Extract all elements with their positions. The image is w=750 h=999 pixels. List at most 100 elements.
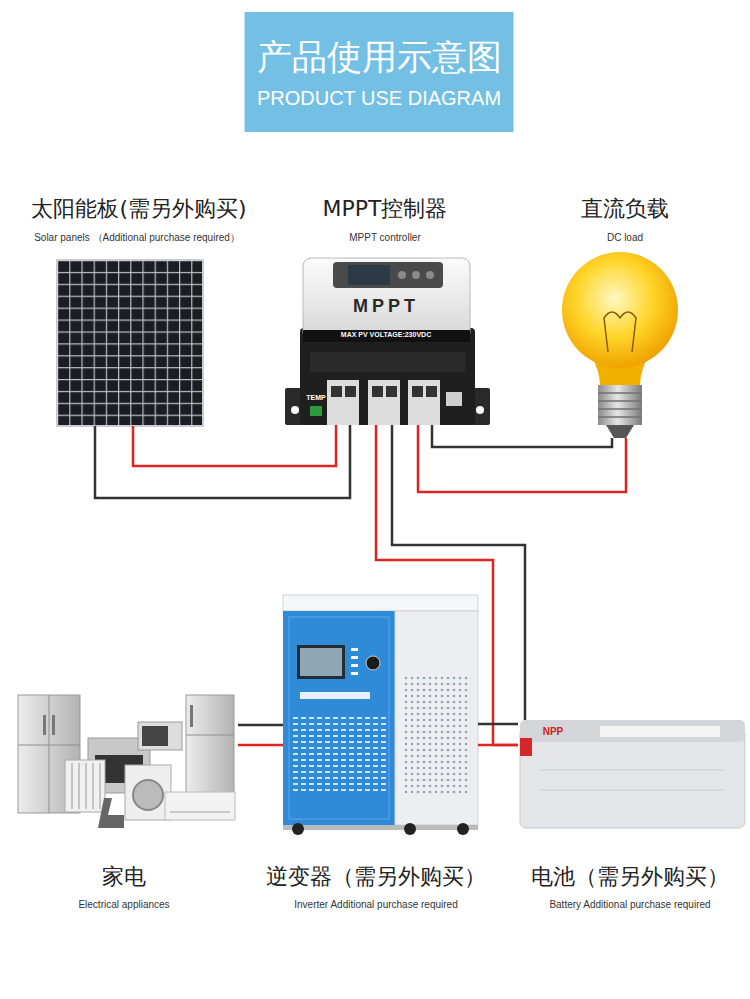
- brand-mark: MPPT: [353, 296, 419, 318]
- positive-wire: [133, 425, 336, 466]
- component-note: MPPT controller: [349, 232, 421, 244]
- component-name: 直流负载: [581, 196, 669, 222]
- diagram-title: 产品使用示意图: [257, 36, 502, 78]
- positive-wire: [418, 425, 626, 492]
- negative-wire: [238, 724, 283, 727]
- negative-wire: [392, 425, 525, 720]
- component-name: 太阳能板(需另外购买): [31, 196, 246, 222]
- appliances-picture: [133, 780, 163, 810]
- dc-load: 直流负载DC load: [560, 252, 680, 438]
- mppt-controller-picture: [476, 406, 484, 414]
- mppt-controller-picture: [408, 380, 440, 425]
- mppt-controller-picture: [310, 406, 322, 416]
- inverter-picture: [283, 595, 478, 835]
- component-note: Battery Additional purchase required: [549, 899, 710, 911]
- appliances-picture: [125, 765, 171, 820]
- inverter-picture: [300, 648, 342, 676]
- electrical-appliances: 家电Electrical appliances: [12, 688, 238, 830]
- appliances-picture: [18, 695, 235, 828]
- mppt-controller-picture: [368, 380, 400, 425]
- mppt-controller-picture: [331, 386, 342, 397]
- light-bulb-picture: [562, 252, 678, 438]
- battery-picture: [540, 770, 725, 790]
- wires: [95, 425, 626, 745]
- inverter-picture: [351, 648, 358, 651]
- mppt-controller-picture: [310, 352, 465, 372]
- light-bulb-picture: [598, 393, 642, 417]
- title-english: PRODUCT USE DIAGRAM: [257, 86, 501, 110]
- component-name: MPPT控制器: [323, 196, 448, 222]
- inverter-picture: [283, 611, 395, 825]
- inverter-picture: [457, 823, 469, 835]
- positive-wire: [376, 425, 518, 745]
- solar-panel-picture: [57, 260, 203, 426]
- appliances-picture: [65, 760, 105, 812]
- mppt-controller-picture: [333, 262, 443, 288]
- appliances-picture: [98, 798, 124, 828]
- component-note: Electrical appliances: [78, 899, 169, 911]
- mppt-controller-picture: [386, 386, 397, 397]
- mppt-controller-picture: [285, 258, 490, 425]
- title-banner: [245, 12, 514, 132]
- light-bulb-picture: [606, 425, 634, 438]
- component-name: 逆变器（需另外购买）: [266, 864, 486, 890]
- inverter-picture: [366, 656, 380, 670]
- inverter-picture: [283, 825, 478, 830]
- light-bulb-picture: [562, 252, 678, 368]
- component-name: 家电: [102, 864, 146, 890]
- inverter-picture: [289, 617, 389, 819]
- battery-picture: [520, 720, 745, 742]
- inverter-picture: [351, 656, 358, 659]
- negative-wire: [432, 425, 612, 447]
- appliances-picture: [72, 763, 100, 809]
- appliances-picture: [186, 735, 234, 736]
- solar-panel-picture: [57, 260, 203, 426]
- component-name: 电池（需另外购买）: [531, 864, 729, 890]
- light-bulb-picture: [604, 312, 636, 352]
- appliances-picture: [142, 726, 168, 746]
- solar-panel: 太阳能板(需另外购买)Solar panels （Additional purc…: [57, 260, 203, 426]
- battery-picture: [520, 720, 745, 828]
- appliances-picture: [52, 715, 55, 735]
- negative-wire: [478, 723, 518, 726]
- mppt-controller-picture: [303, 258, 470, 340]
- mppt-controller-picture: [348, 265, 390, 285]
- mppt-controller-picture: [372, 386, 383, 397]
- inverter-picture: [351, 672, 358, 675]
- battery-picture: [600, 726, 720, 737]
- inverter: 逆变器（需另外购买）Inverter Additional purchase r…: [283, 595, 478, 835]
- light-bulb-picture: [598, 385, 642, 425]
- battery-picture: [520, 738, 532, 756]
- battery-brand: NPP: [543, 726, 564, 738]
- battery-picture: [520, 728, 745, 828]
- positive-wire: [478, 744, 518, 747]
- mppt-controller-picture: [291, 406, 299, 414]
- inverter-picture: [292, 823, 304, 835]
- mppt-controller-picture: [446, 392, 462, 406]
- negative-wire: [95, 425, 350, 498]
- port-name: TEMP: [306, 394, 325, 402]
- appliances-picture: [190, 705, 193, 727]
- mppt-controller-picture: [412, 386, 423, 397]
- inverter-picture: [297, 645, 345, 679]
- mppt-controller-picture: [327, 380, 359, 425]
- mppt-controller-picture: [398, 271, 406, 279]
- inverter-picture: [404, 823, 416, 835]
- inverter-picture: [403, 675, 471, 795]
- inverter-picture: [300, 692, 370, 699]
- positive-wire: [238, 744, 283, 747]
- mppt-controller-picture: [426, 386, 437, 397]
- inverter-picture: [395, 611, 478, 825]
- component-note: Solar panels （Additional purchase requir…: [34, 232, 240, 244]
- appliances-picture: [43, 715, 46, 735]
- appliances-picture: [170, 811, 230, 813]
- rating-text: MAX PV VOLTAGE:230VDC: [341, 331, 431, 339]
- component-note: Inverter Additional purchase required: [294, 899, 457, 911]
- mppt-controller-picture: [300, 328, 475, 425]
- mppt-controller-picture: [426, 271, 434, 279]
- appliances-picture: [138, 722, 182, 750]
- title-banner: [245, 12, 514, 132]
- mppt-controller-picture: [303, 330, 470, 342]
